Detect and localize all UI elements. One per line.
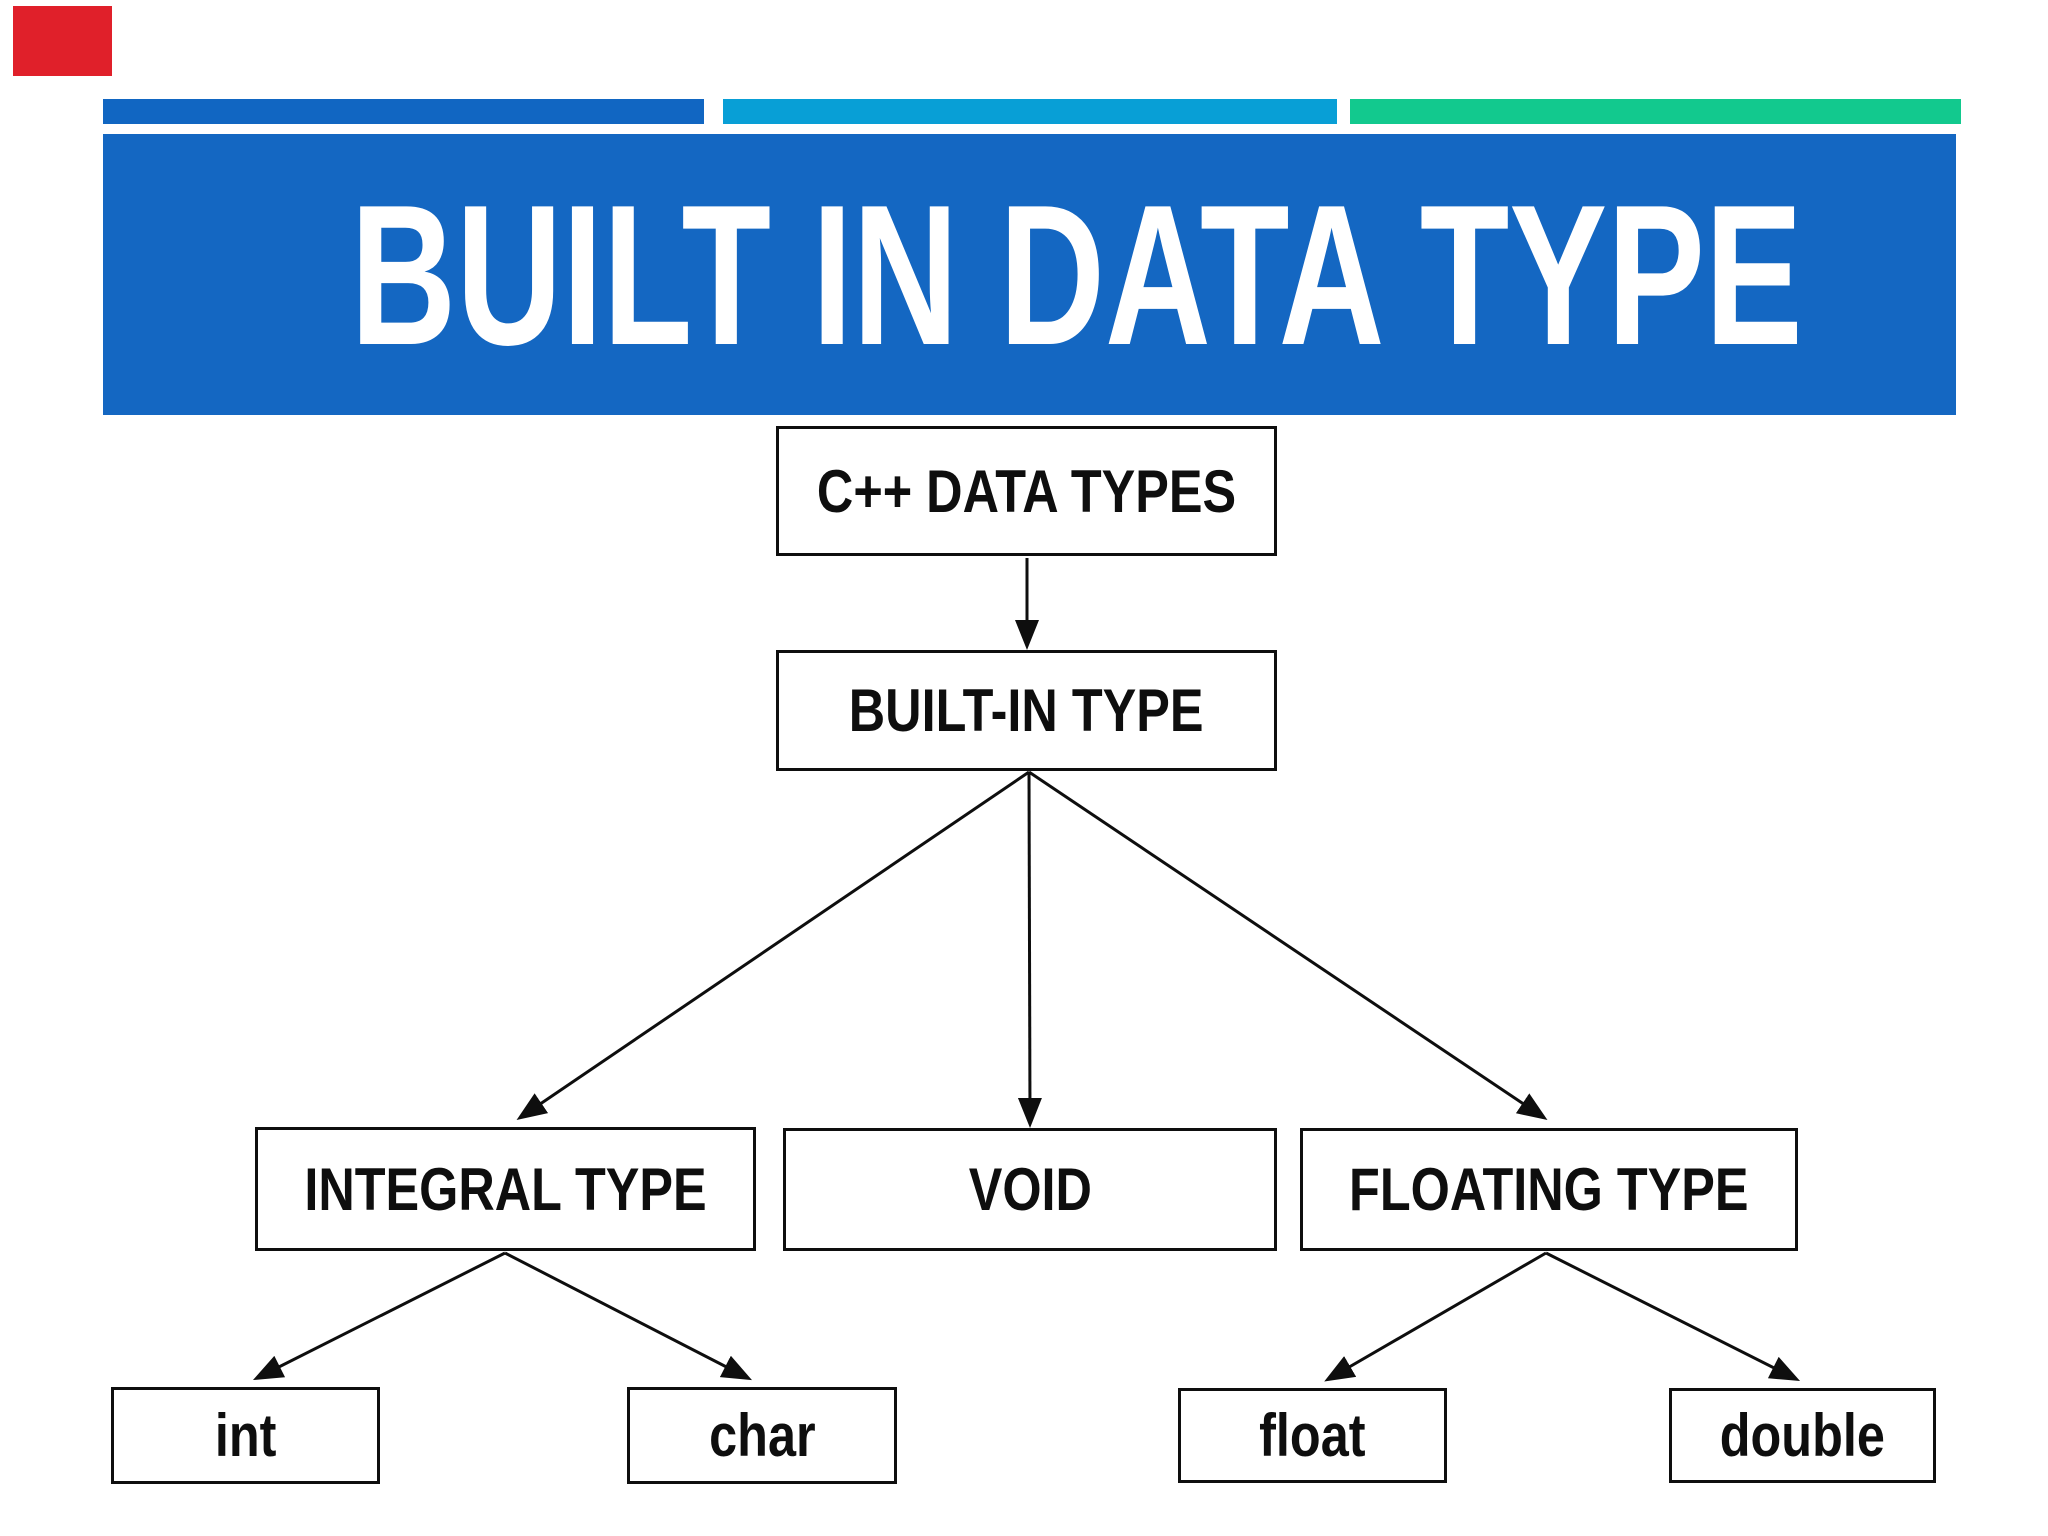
arrow-builtin-to-integral xyxy=(516,770,1030,1121)
node-built-in-type: BUILT-IN TYPE xyxy=(776,650,1277,771)
arrow-integral-to-int xyxy=(252,1251,506,1381)
slide-title: BUILT IN DATA TYPE xyxy=(350,164,1803,387)
node-int: int xyxy=(111,1387,380,1484)
node-char: char xyxy=(627,1387,897,1484)
accent-bar-segment-green xyxy=(1350,99,1961,124)
node-float: float xyxy=(1178,1388,1447,1483)
accent-bar-segment-cyan xyxy=(723,99,1337,124)
node-label: int xyxy=(214,1402,277,1469)
arrow-integral-to-char xyxy=(504,1251,753,1381)
node-void: VOID xyxy=(783,1128,1277,1251)
node-double: double xyxy=(1669,1388,1936,1483)
red-corner-marker xyxy=(13,6,112,76)
node-label: BUILT-IN TYPE xyxy=(849,677,1204,744)
node-label: VOID xyxy=(968,1156,1092,1223)
node-label: float xyxy=(1259,1402,1366,1469)
node-integral-type: INTEGRAL TYPE xyxy=(255,1127,756,1251)
arrow-builtin-to-void xyxy=(1017,771,1042,1128)
node-label: INTEGRAL TYPE xyxy=(304,1155,707,1223)
title-banner: BUILT IN DATA TYPE xyxy=(103,134,1956,415)
node-label: C++ DATA TYPES xyxy=(816,457,1237,525)
node-floating-type: FLOATING TYPE xyxy=(1300,1128,1798,1251)
arrow-builtin-to-floating xyxy=(1028,770,1548,1121)
arrow-floating-to-float xyxy=(1324,1251,1547,1382)
node-label: char xyxy=(708,1402,816,1469)
accent-bar-segment-blue xyxy=(103,99,704,124)
node-label: double xyxy=(1719,1402,1886,1469)
arrow-floating-to-double xyxy=(1545,1251,1801,1382)
node-label: FLOATING TYPE xyxy=(1349,1156,1749,1223)
node-cpp-data-types: C++ DATA TYPES xyxy=(776,426,1277,556)
